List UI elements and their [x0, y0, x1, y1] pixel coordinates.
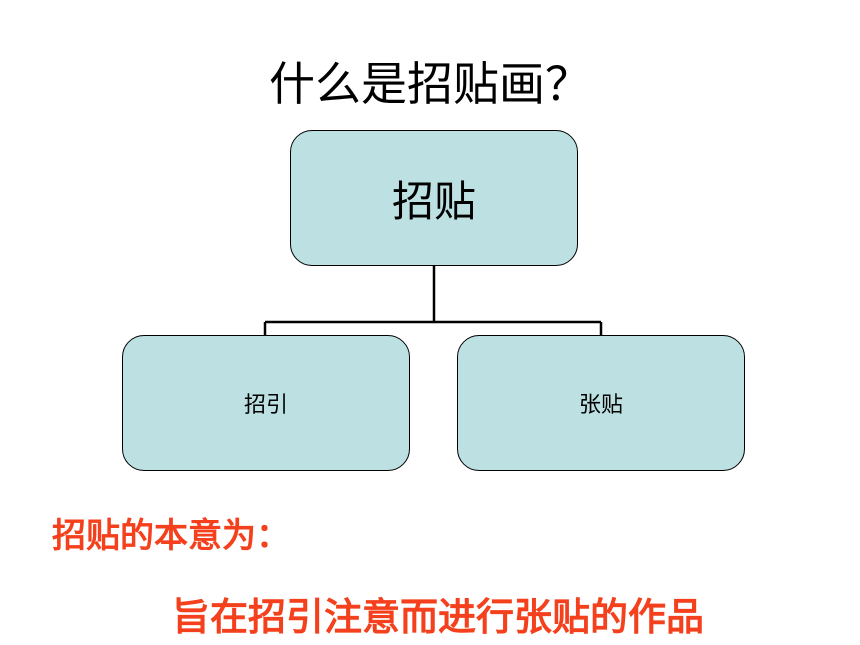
node-child-right-label: 张贴 [578, 393, 623, 418]
node-child-left-label: 招引 [243, 393, 288, 418]
page-title: 什么是招贴画？ [269, 57, 591, 111]
meaning-label: 招贴的本意为： [52, 516, 290, 556]
meaning-text: 旨在招引注意而进行张贴的作品 [172, 595, 705, 639]
node-root: 招贴 [290, 130, 578, 266]
node-child-right: 张贴 [457, 335, 745, 471]
node-root-label: 招贴 [391, 176, 476, 226]
node-child-left: 招引 [122, 335, 410, 471]
